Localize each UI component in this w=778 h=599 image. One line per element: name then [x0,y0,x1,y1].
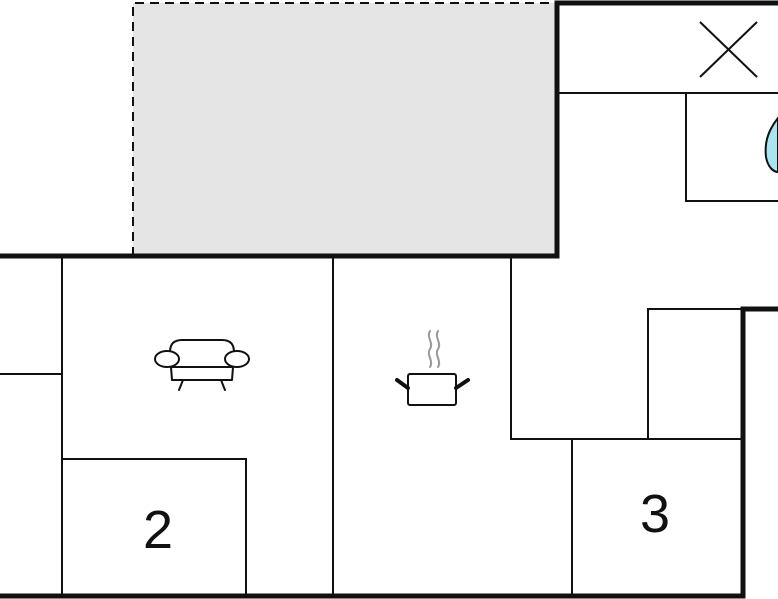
stairs-cross-icon [699,21,758,78]
interior-walls [0,92,778,596]
terrace-area [132,2,557,256]
bathtub-icon [764,116,778,174]
room-label-2: 2 [143,500,173,560]
sofa-icon [154,339,250,391]
cooking-pot-icon [395,330,470,406]
room-label-3: 3 [640,484,670,544]
